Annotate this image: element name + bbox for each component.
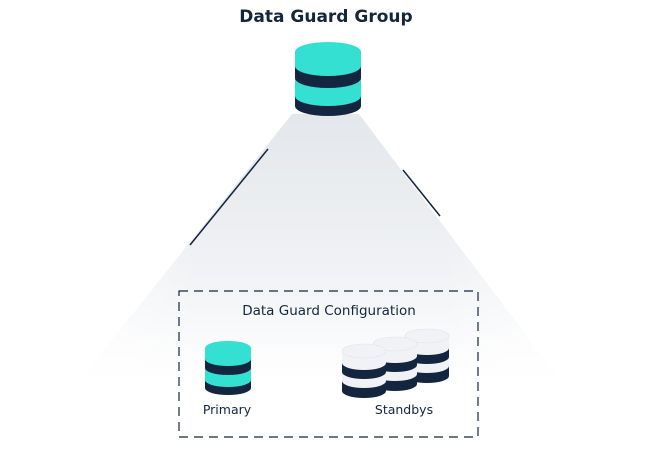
primary-label: Primary bbox=[203, 402, 252, 417]
group-beam bbox=[60, 114, 590, 454]
primary-database-icon bbox=[205, 341, 251, 395]
connector-line-left bbox=[189, 148, 269, 246]
group-database-icon bbox=[295, 42, 361, 116]
configuration-box bbox=[178, 290, 479, 438]
configuration-title: Data Guard Configuration bbox=[242, 303, 416, 319]
diagram-title: Data Guard Group bbox=[239, 7, 412, 27]
connector-line-right bbox=[402, 169, 441, 217]
standby-database-icon-left bbox=[341, 343, 387, 398]
standbys-label: Standbys bbox=[375, 402, 433, 417]
